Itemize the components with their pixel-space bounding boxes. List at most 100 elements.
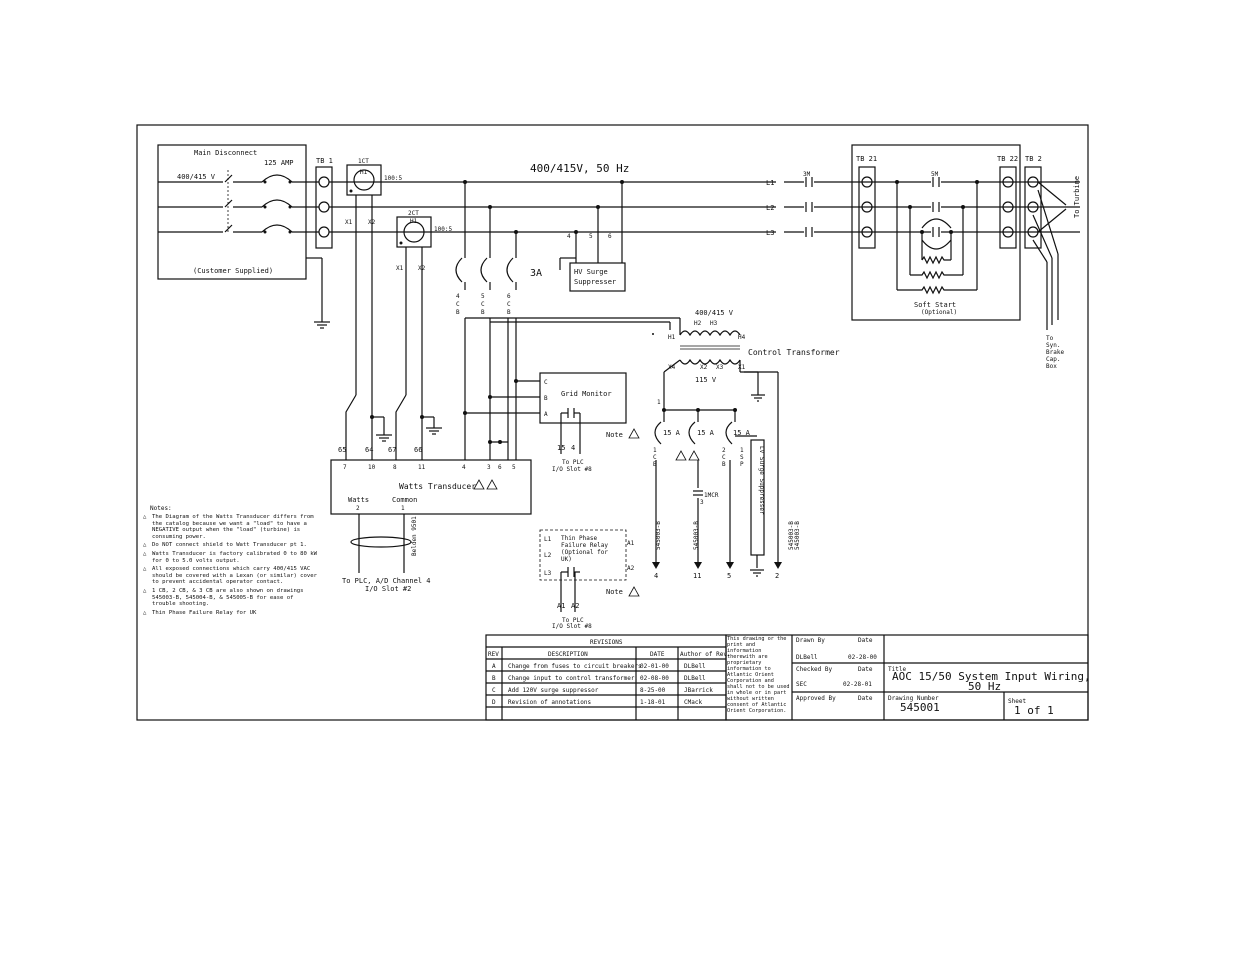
control-transformer — [652, 318, 741, 365]
wire-num-66: 66 — [414, 446, 422, 454]
warning-triangle-icon: △ — [143, 609, 147, 616]
output-num-5: 5 — [727, 572, 731, 580]
thin-phase-label-3: (Optional for — [561, 549, 608, 556]
tpr-num-a2: A2 — [571, 602, 579, 610]
bus-voltage-label: 400/415V, 50 Hz — [530, 162, 629, 175]
main-disconnect-label: Main Disconnect — [194, 149, 257, 157]
sheet-label: Sheet — [1008, 698, 1026, 705]
tb22-label: TB 22 — [997, 155, 1018, 163]
revisions-table: REVISIONS REV DESCRIPTION DATE Author of… — [485, 634, 731, 721]
note-item: △Watts Transducer is factory calibrated … — [143, 551, 318, 564]
drawing-ref-4: 545003-B — [794, 521, 801, 550]
sec-voltage-label: 115 V — [695, 376, 717, 384]
control-transformer-label: Control Transformer — [748, 348, 840, 357]
ssp6: 6 — [608, 233, 612, 240]
ct1-label: 1CT — [358, 158, 369, 165]
ground-icon — [750, 569, 764, 577]
output-arrows — [652, 562, 782, 569]
rev-header-author: Author of Rev. — [680, 651, 731, 658]
thin-phase-relay-box — [539, 529, 627, 581]
terminal-block-tb21 — [858, 166, 876, 249]
rev-b-rev: B — [492, 675, 496, 682]
tb1-label: TB 1 — [316, 157, 333, 165]
ssp1-s: S — [740, 454, 744, 461]
syn-brake-box: Box — [1046, 363, 1057, 370]
output-num-11: 11 — [693, 572, 701, 580]
warning-triangle-icon: △ — [143, 550, 147, 557]
note-item: △1 CB, 2 CB, & 3 CB are also shown on dr… — [143, 588, 318, 608]
tpr-a2: A2 — [627, 565, 635, 572]
drawing-ref-3: 545003-B — [788, 521, 795, 550]
rev-d-rev: D — [492, 699, 496, 706]
soft-start-optional-label: (Optional) — [921, 309, 957, 316]
cb6-b: B — [507, 309, 511, 316]
rev-c-rev: C — [492, 687, 496, 694]
grid-monitor-contact — [560, 408, 581, 454]
ct2-label: 2CT — [408, 210, 419, 217]
ssp1-small: 1 — [740, 447, 744, 454]
rev-d-date: 1-18-01 — [640, 699, 666, 706]
breaker-15a-3: 15 A — [733, 429, 751, 437]
warning-triangle-icon — [486, 479, 498, 490]
lv-surge-label: LV Surge Suppresser — [758, 446, 765, 515]
to-plc-ad-slot-label: I/O Slot #2 — [365, 585, 411, 593]
syn-brake-cap: Cap. — [1046, 356, 1060, 363]
watts-pin-1: 1 — [401, 505, 405, 512]
drawn-date-label: Date — [858, 637, 873, 644]
disconnect-switches — [158, 170, 262, 233]
common-label: Common — [392, 496, 417, 504]
approved-by-label: Approved By — [796, 695, 836, 702]
mcr-num: 3 — [700, 499, 704, 506]
tpr-num-a1: A1 — [557, 602, 565, 610]
soft-start-box — [851, 144, 1021, 321]
ct1-h1-label: H1 — [360, 169, 368, 176]
ground-icon — [314, 321, 330, 329]
ct1-x1-label: X1 — [345, 219, 353, 226]
soft-start-label: Soft Start — [914, 301, 956, 309]
cb4-b: B — [456, 309, 460, 316]
note-text: All exposed connections which carry 400/… — [152, 566, 318, 586]
note-item: △ All exposed connections which carry 400… — [143, 566, 318, 586]
ct1-box — [346, 164, 382, 196]
ssp1-p: P — [740, 461, 744, 468]
warning-triangle-icon: △ — [143, 514, 147, 520]
output-num-2: 2 — [775, 572, 779, 580]
turbine-leads — [1032, 181, 1067, 330]
wire-num-67: 67 — [388, 446, 396, 454]
to-plc-label: To PLC — [562, 459, 584, 466]
drawing-number-label: Drawing Number — [888, 695, 939, 702]
warning-triangle-icon — [688, 450, 700, 461]
signal-cable — [350, 514, 412, 573]
title-block: Drawn By Date DLBell 02-28-00 Checked By… — [725, 634, 1091, 721]
terminal-block-tb22 — [999, 166, 1017, 249]
watts-transducer-label: Watts Transducer — [399, 482, 476, 491]
warning-triangle-icon: △ — [143, 587, 147, 594]
note-text: Do NOT connect shield to Watt Transducer… — [152, 542, 307, 549]
thin-phase-label-4: UK) — [561, 556, 572, 563]
rev-c-author: JBarrick — [684, 687, 713, 694]
to-plc-ad-label: To PLC, A/D Channel 4 — [342, 577, 431, 585]
line-l1: L1 — [766, 179, 774, 187]
contactor-3m-label: 3M — [803, 171, 811, 178]
xfmr-x4: X4 — [668, 364, 676, 371]
rev-header-date: DATE — [650, 651, 665, 658]
rev-a-desc: Change from fuses to circuit breakers — [508, 663, 642, 670]
rev-a-author: DLBell — [684, 663, 706, 670]
proprietary-notice: This drawing or the print and informatio… — [727, 636, 789, 714]
grid-term-b: B — [544, 395, 548, 402]
contactor-5m-label: 5M — [931, 171, 939, 178]
tpr-l3: L3 — [544, 570, 552, 577]
grid-num-4: 4 — [571, 444, 575, 452]
xfmr-x2: X2 — [700, 364, 708, 371]
tap-wiring — [455, 180, 680, 460]
rev-header-rev: REV — [488, 651, 499, 658]
cb4-label: 4 — [456, 293, 460, 300]
notes-section: Notes: △The Diagram of the Watts Transdu… — [143, 505, 318, 616]
rev-d-desc: Revision of annotations — [508, 699, 591, 706]
ct2-box — [396, 216, 432, 248]
soft-start-circuit — [895, 177, 979, 295]
drawing-title-2: 50 Hz — [968, 680, 1001, 693]
line-l3: L3 — [766, 229, 774, 237]
warning-triangle-icon: △ — [143, 566, 147, 573]
